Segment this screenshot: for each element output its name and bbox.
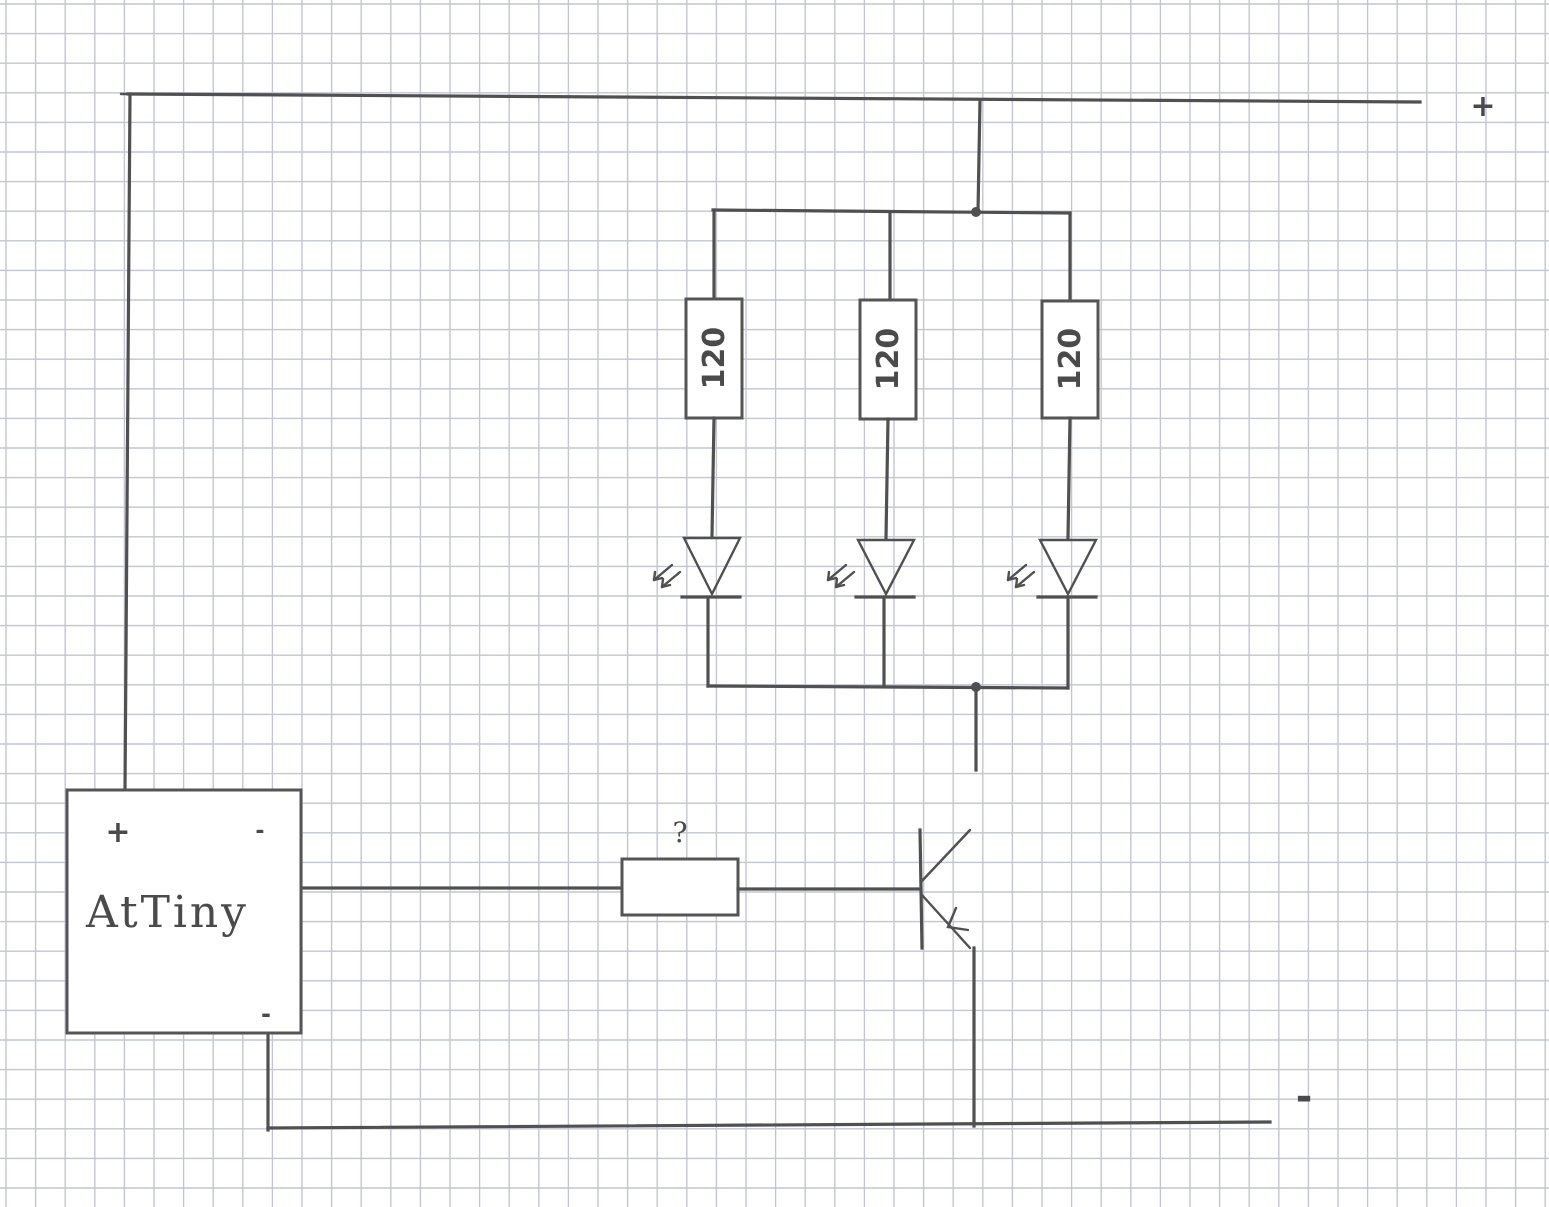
led-branch-2: 120 (826, 298, 918, 688)
positive-supply-label: + (1470, 89, 1495, 124)
base-resistor-body (620, 857, 740, 917)
resistor-2-label: 120 (871, 328, 906, 391)
base-resistor: ? (298, 816, 922, 917)
light-arrows-icon (652, 563, 682, 589)
positive-supply-rail (119, 92, 1422, 792)
base-resistor-value: ? (672, 816, 687, 849)
led-bottom-bus (706, 682, 1070, 772)
led-branch-1: 120 (652, 297, 744, 688)
led-top-bus (711, 98, 1072, 302)
light-arrows-icon (826, 563, 856, 589)
npn-transistor (918, 828, 976, 1128)
attiny-minus-pin: - (261, 1000, 271, 1028)
junction-dot-top (971, 207, 981, 217)
negative-supply-label: - (1296, 1074, 1313, 1120)
attiny-plus-pin: + (105, 815, 130, 850)
attiny-box (65, 788, 303, 1035)
light-arrows-icon (1006, 563, 1036, 589)
attiny-minus-top: - (255, 819, 264, 844)
attiny-microcontroller: AtTiny + - - (65, 788, 303, 1035)
attiny-label: AtTiny (85, 887, 246, 938)
negative-supply-rail (266, 1032, 1272, 1132)
resistor-1-label: 120 (697, 327, 732, 390)
resistor-3-label: 120 (1053, 328, 1088, 391)
led-branch-3: 120 (1006, 299, 1100, 690)
